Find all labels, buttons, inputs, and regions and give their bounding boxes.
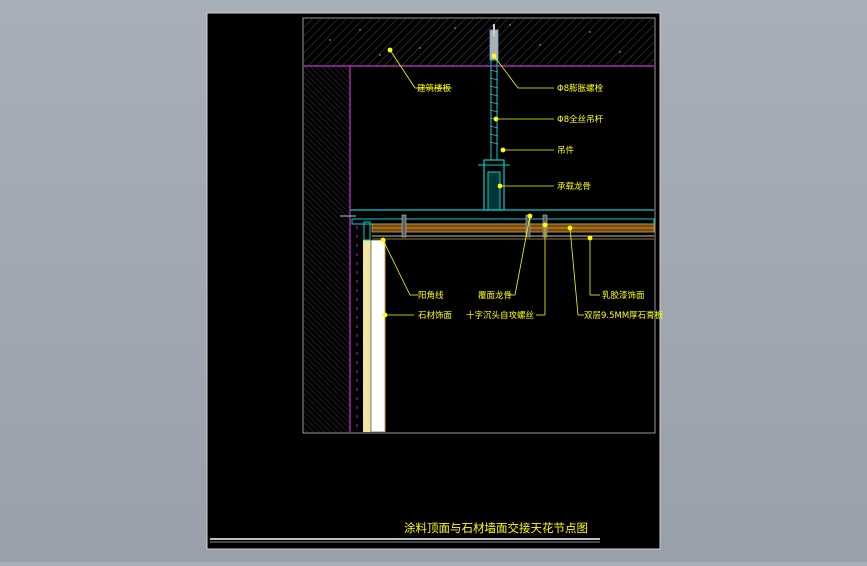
label-edge-trim: 阳角线 — [418, 290, 444, 301]
label-cover-keel: 覆面龙骨 — [478, 290, 512, 301]
label-screw: 十字沉头自攻螺丝 — [466, 310, 535, 321]
concrete-wall — [304, 67, 350, 432]
label-hanger: 吊件 — [557, 145, 575, 156]
leader-lines — [380, 47, 600, 318]
label-rod: Φ8全丝吊杆 — [557, 114, 604, 125]
detail-frame — [302, 17, 656, 434]
label-latex-paint: 乳胶漆饰面 — [602, 290, 645, 301]
stone-cladding — [356, 226, 386, 433]
ceiling-assembly — [351, 214, 655, 241]
label-main-keel: 承载龙骨 — [557, 181, 591, 192]
label-stone-face: 石材饰面 — [418, 310, 453, 321]
drawing-sheet — [206, 12, 661, 550]
drawing-title: 涂料顶面与石材墙面交接天花节点图 — [404, 521, 588, 535]
concrete-slab — [304, 19, 654, 66]
label-gypsum-board: 双层9.5MM厚石膏板 — [584, 310, 664, 321]
label-slab: 建筑楼板 — [417, 83, 452, 94]
callout-labels: 建筑楼板 Φ8膨胀螺栓 Φ8全丝吊杆 吊件 承载龙骨 阳角线 石材饰面 覆面龙骨… — [417, 83, 664, 321]
label-expansion-bolt: Φ8膨胀螺栓 — [557, 83, 604, 94]
